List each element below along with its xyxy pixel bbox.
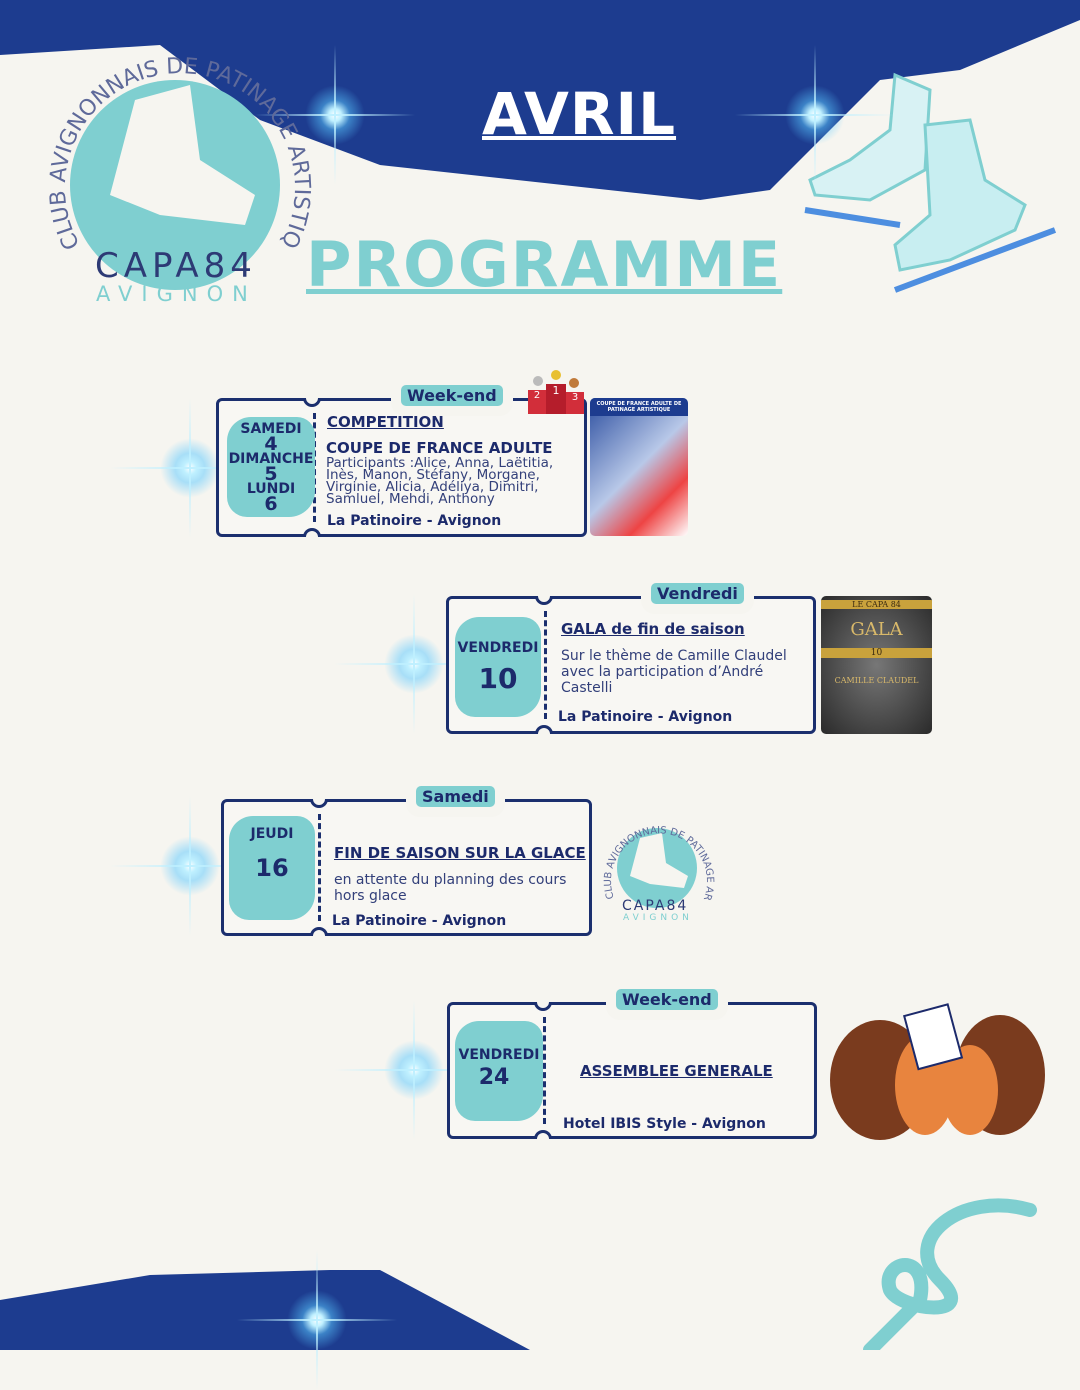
event-badge: Week-end <box>616 989 718 1010</box>
event-description: Participants :Alice, Anna, Laëtitia, Inè… <box>326 455 554 507</box>
event-title: COMPETITION <box>327 413 444 431</box>
event-location: La Patinoire - Avignon <box>327 513 502 529</box>
event-badge: Vendredi <box>651 583 744 604</box>
raised-hands-illustration <box>830 1003 1045 1140</box>
sparkle-icon <box>255 45 415 185</box>
background-decoration <box>0 0 1080 1350</box>
sparkle-icon <box>237 1250 397 1390</box>
competition-poster-image: COUPE DE FRANCE ADULTE DE PATINAGE ARTIS… <box>590 398 688 536</box>
event-subtitle: COUPE DE FRANCE ADULTE <box>326 439 553 457</box>
event-title: GALA de fin de saison <box>561 620 745 638</box>
event-description: en attente du planning des cours hors gl… <box>334 872 567 904</box>
sparkle-icon <box>110 796 270 936</box>
club-logo: CLUB AVIGNONNAIS DE PATINAGE ARTISTIQUE … <box>32 11 320 310</box>
event-location: La Patinoire - Avignon <box>332 913 507 929</box>
sparkle-icon <box>735 45 895 185</box>
podium-medals-icon: 2 1 3 <box>528 370 584 414</box>
swirl-decoration <box>863 1198 1037 1350</box>
event-badge: Week-end <box>401 385 503 406</box>
gala-poster-image: LE CAPA 84 GALA 10 CAMILLE CLAUDEL <box>821 596 932 734</box>
page-title: PROGRAMME <box>306 228 783 301</box>
event-title: FIN DE SAISON SUR LA GLACE <box>334 844 586 862</box>
event-badge: Samedi <box>416 786 495 807</box>
event-title: ASSEMBLEE GENERALE <box>580 1062 773 1080</box>
event-location: Hotel IBIS Style - Avignon <box>563 1116 766 1132</box>
sparkle-icon <box>110 398 270 538</box>
logo-name: CAPA84 <box>95 246 257 286</box>
ice-skates-illustration <box>804 72 1057 293</box>
club-logo-small: CLUB AVIGNONNAIS DE PATINAGE ARTISTIQUE … <box>596 800 715 923</box>
event-description: Sur le thème de Camille Claudel avec la … <box>561 648 787 696</box>
sparkle-icon <box>334 594 494 734</box>
sparkle-icon <box>334 1000 494 1140</box>
logo-city: AVIGNON <box>96 282 257 306</box>
event-location: La Patinoire - Avignon <box>558 709 733 725</box>
month-title: AVRIL <box>482 80 677 148</box>
